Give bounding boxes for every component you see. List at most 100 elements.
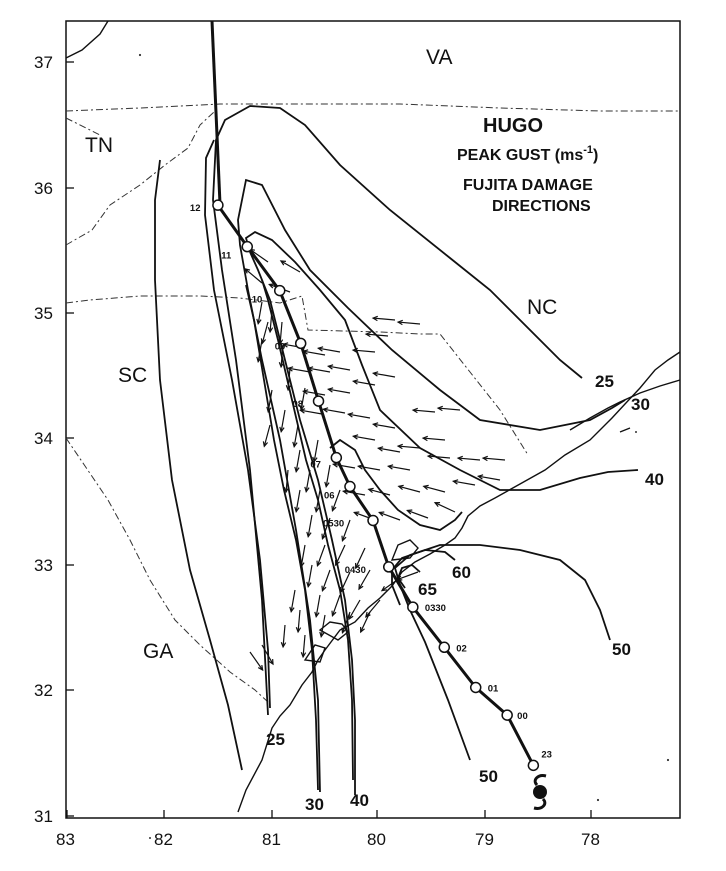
x-tick-83: 83 (56, 830, 75, 849)
tn-nc-boundary (65, 111, 215, 246)
y-tick-36: 36 (34, 179, 53, 198)
damage-arrow (294, 449, 301, 474)
coastline (65, 20, 681, 813)
x-tick-81: 81 (262, 830, 281, 849)
damage-arrow (371, 422, 396, 429)
damage-arrow (456, 455, 481, 462)
coast-corner (65, 20, 109, 59)
damage-arrow (306, 366, 331, 373)
damage-arrow (285, 367, 292, 392)
contour-label-40-bottom: 40 (350, 791, 369, 810)
state-label-ga: GA (143, 640, 173, 663)
damage-arrow (266, 389, 273, 414)
contour-label-30-right: 30 (631, 395, 650, 414)
hurricane-symbol-icon (533, 774, 547, 810)
state-label-va: VA (426, 46, 452, 69)
y-tick-marks (66, 61, 74, 817)
damage-arrow (306, 514, 313, 539)
damage-arrow (278, 344, 285, 369)
damage-arrow (351, 379, 376, 386)
track-time-label-0530: 0530 (323, 518, 344, 529)
track-time-label-10: 10 (252, 295, 263, 306)
damage-arrow (433, 502, 456, 513)
contour-30-outer (237, 178, 626, 793)
contour-25-left (204, 139, 271, 709)
nw-ridge-boundary (65, 117, 101, 136)
track-time-label-06: 06 (324, 491, 335, 502)
damage-arrow (295, 609, 302, 634)
track-point-0330 (407, 601, 419, 613)
contour-50-left (154, 159, 243, 771)
damage-arrow (378, 511, 401, 521)
contour-65 (396, 563, 421, 589)
damage-arrow (326, 364, 351, 371)
track-time-label-12: 12 (190, 203, 201, 214)
track-time-label-00: 00 (517, 711, 528, 722)
damage-arrow (426, 453, 451, 460)
title-line1: HUGO (483, 115, 543, 137)
damage-arrow (356, 464, 381, 471)
damage-arrow (341, 611, 351, 634)
damage-arrow (422, 484, 446, 493)
track-point-11 (241, 240, 254, 253)
damage-arrow (306, 564, 313, 589)
damage-arrow (292, 424, 299, 449)
title-line4: DIRECTIONS (492, 198, 591, 215)
title-line3: FUJITA DAMAGE (463, 177, 593, 194)
x-tick-marks (66, 810, 592, 818)
contour-30-inner (245, 284, 319, 791)
coast-sound (569, 379, 681, 431)
title-line2: PEAK GUST (ms-1) (457, 144, 598, 164)
track-time-label-0430: 0430 (345, 565, 366, 576)
contour-25-outer (212, 105, 583, 716)
contour-label-30-bottom: 30 (305, 795, 324, 814)
damage-arrow (319, 614, 326, 639)
track-point-07 (330, 451, 343, 464)
contour-label-50-right: 50 (612, 640, 631, 659)
contour-label-50-bottom: 50 (479, 767, 498, 786)
damage-arrow (326, 387, 351, 394)
scan-specks (138, 53, 670, 839)
damage-arrow (371, 371, 396, 378)
y-tick-34: 34 (34, 429, 53, 448)
damage-arrow (321, 517, 331, 540)
damage-arrow (386, 464, 411, 471)
contour-50-right (393, 544, 611, 761)
damage-arrow (316, 544, 326, 567)
track-time-label-09: 09 (275, 341, 286, 352)
damage-arrow (406, 509, 429, 519)
damage-arrow (279, 260, 301, 273)
damage-arrow (294, 489, 301, 514)
damage-arrow (260, 321, 269, 345)
contour-inner-loop (329, 438, 463, 531)
coast-ne (619, 427, 631, 433)
state-label-tn: TN (85, 134, 113, 157)
y-tick-33: 33 (34, 556, 53, 575)
track-time-label-23: 23 (541, 749, 552, 760)
damage-arrow (312, 439, 319, 464)
contour-label-60: 60 (452, 563, 471, 582)
damage-arrow (244, 267, 263, 284)
track-point-06 (344, 480, 356, 493)
damage-arrow (256, 339, 263, 364)
damage-arrow (321, 569, 331, 592)
damage-arrow (396, 319, 421, 326)
damage-arrow (280, 624, 287, 649)
damage-arrow (397, 484, 421, 493)
damage-arrow (301, 349, 326, 356)
track-point-08 (312, 395, 325, 407)
track-point-10 (273, 284, 286, 297)
damage-arrow (421, 435, 446, 442)
damage-arrow (436, 405, 461, 412)
track-point-09 (294, 337, 307, 350)
track-point-12 (212, 199, 224, 211)
damage-arrow (279, 409, 286, 434)
damage-arrow (331, 489, 341, 512)
damage-arrow (301, 389, 326, 396)
coast-inlet-2 (318, 621, 349, 641)
track-entry-line (210, 20, 222, 205)
track-point-02 (438, 641, 451, 654)
